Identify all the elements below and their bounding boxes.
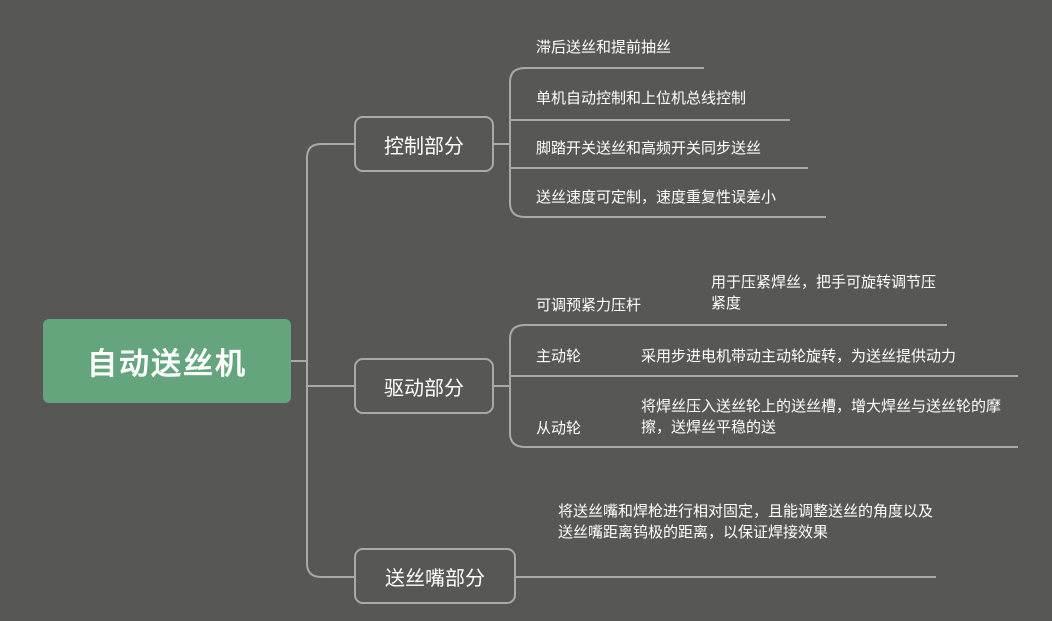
leaf-driving-wheel-label: 主动轮 bbox=[536, 347, 582, 365]
leaf-press-rod-desc: 用于压紧焊丝，把手可旋转调节压紧度 bbox=[711, 273, 937, 312]
leaf-driven-wheel-desc: 将焊丝压入送丝轮上的送丝槽，增大焊丝与送丝轮的摩擦，送焊丝平稳的送 bbox=[641, 397, 1002, 436]
leaf-speed-custom: 送丝速度可定制，速度重复性误差小 bbox=[536, 188, 777, 206]
leaf-bus-control: 单机自动控制和上位机总线控制 bbox=[536, 89, 747, 107]
branch-control[interactable]: 控制部分 bbox=[354, 116, 494, 172]
branch-drive[interactable]: 驱动部分 bbox=[354, 358, 494, 414]
branch-nozzle[interactable]: 送丝嘴部分 bbox=[354, 548, 516, 604]
root-node[interactable]: 自动送丝机 bbox=[43, 319, 291, 403]
leaf-driving-wheel-desc: 采用步进电机带动主动轮旋转，为送丝提供动力 bbox=[641, 347, 957, 365]
leaf-delay-feed: 滞后送丝和提前抽丝 bbox=[536, 38, 672, 56]
leaf-nozzle-desc: 将送丝嘴和焊枪进行相对固定，且能调整送丝的角度以及送丝嘴距离钨极的距离，以保证焊… bbox=[558, 502, 934, 541]
leaf-driven-wheel-label: 从动轮 bbox=[536, 419, 582, 437]
leaf-press-rod-label: 可调预紧力压杆 bbox=[536, 296, 642, 314]
leaf-pedal-switch: 脚踏开关送丝和高频开关同步送丝 bbox=[536, 139, 762, 157]
